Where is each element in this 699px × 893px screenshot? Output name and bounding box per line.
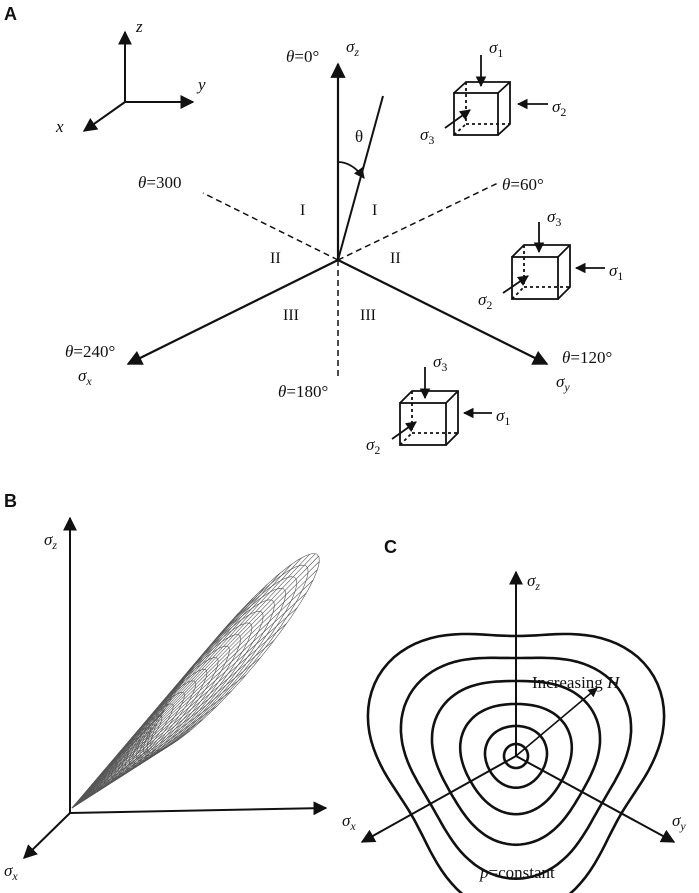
yield-contours bbox=[366, 632, 666, 893]
sigma-x-axis-label: σx bbox=[78, 366, 92, 388]
panel-c-sigma-y-label: σy bbox=[672, 811, 686, 833]
cone-generator bbox=[71, 572, 281, 809]
region-I-right: I bbox=[372, 202, 377, 219]
theta-240-label: θ=240° bbox=[65, 342, 115, 361]
sigma-z-axis-label: σz bbox=[346, 37, 359, 59]
panel-b-sigma-x-label: σx bbox=[4, 861, 18, 883]
yield-contour bbox=[399, 656, 633, 881]
cone-generator bbox=[71, 719, 204, 809]
panel-c-sigma-z-label: σz bbox=[527, 571, 540, 593]
region-II-left: II bbox=[270, 250, 281, 267]
increasing-h-arrow bbox=[515, 687, 598, 757]
region-III-left: III bbox=[283, 307, 299, 324]
cone-generator bbox=[71, 561, 320, 809]
cube-top-sigma1: σ1 bbox=[489, 38, 503, 60]
cone-generator bbox=[71, 557, 303, 809]
cone-ring bbox=[146, 564, 309, 754]
panel-label-b: B bbox=[4, 491, 17, 511]
panel-label-c: C bbox=[384, 537, 397, 557]
cone-generator bbox=[71, 749, 161, 809]
cone-ring bbox=[139, 587, 286, 759]
coordinate-triad bbox=[82, 30, 195, 132]
yield-contour bbox=[366, 632, 666, 893]
cone-generator bbox=[71, 657, 261, 809]
cone-generator bbox=[71, 555, 319, 809]
cube-top-sigma3: σ3 bbox=[420, 125, 434, 147]
theta-ray bbox=[337, 95, 384, 261]
theta-180-label: θ=180° bbox=[278, 382, 328, 401]
cone-generator bbox=[71, 553, 316, 809]
cube-bottom-sigma2: σ2 bbox=[366, 435, 380, 457]
cone-generator bbox=[71, 750, 155, 809]
cone-generator bbox=[71, 742, 151, 809]
theta-120-label: θ=120° bbox=[562, 348, 612, 367]
panel-b-sigma-z-label: σz bbox=[44, 530, 57, 552]
theta-300-label: θ=300 bbox=[138, 173, 181, 192]
cone-generator bbox=[71, 584, 268, 809]
theta-60-label: θ=60° bbox=[502, 175, 544, 194]
yield-surface-cone bbox=[71, 553, 320, 809]
region-II-right: II bbox=[390, 250, 401, 267]
cone-generator bbox=[71, 563, 293, 809]
cone-ring bbox=[136, 599, 275, 762]
region-III-right: III bbox=[360, 307, 376, 324]
theta-arc bbox=[337, 161, 365, 179]
stress-cube-bottom bbox=[391, 367, 492, 446]
cube-bottom-sigma3: σ3 bbox=[433, 352, 447, 374]
theta-symbol: θ bbox=[355, 127, 363, 146]
dashed-axes bbox=[202, 181, 501, 378]
panel-label-a: A bbox=[4, 4, 17, 24]
yield-contour bbox=[502, 742, 530, 770]
yield-contour bbox=[430, 679, 602, 847]
stress-cube-top bbox=[444, 55, 548, 136]
panel-c-sigma-x-label: σx bbox=[342, 811, 356, 833]
sigma-y-axis-label: σy bbox=[556, 372, 570, 394]
cube-right-sigma2: σ2 bbox=[478, 290, 492, 312]
stress-cube-right bbox=[502, 222, 605, 300]
triad-z-label: z bbox=[135, 17, 143, 36]
cone-generator bbox=[71, 553, 311, 809]
cone-generator bbox=[71, 623, 287, 809]
cube-right-sigma3: σ3 bbox=[547, 207, 561, 229]
cone-generator bbox=[71, 690, 232, 809]
cone-generator bbox=[71, 734, 153, 809]
cone-generator bbox=[71, 579, 314, 809]
yield-contour bbox=[458, 702, 574, 816]
triad-y-label: y bbox=[196, 75, 206, 94]
cube-right-sigma1: σ1 bbox=[609, 261, 623, 283]
cone-ring bbox=[150, 553, 320, 751]
cone-generator bbox=[71, 747, 152, 809]
cube-bottom-sigma1: σ1 bbox=[496, 406, 510, 428]
panel-b-axes bbox=[22, 516, 328, 859]
cone-ring bbox=[132, 611, 264, 764]
cone-generator bbox=[71, 569, 318, 809]
cube-top-sigma2: σ2 bbox=[552, 97, 566, 119]
theta-0-label: θ=0° bbox=[286, 47, 319, 66]
region-I-left: I bbox=[300, 202, 305, 219]
yield-contour bbox=[483, 724, 549, 789]
cone-generator bbox=[71, 607, 298, 809]
cone-ring bbox=[125, 634, 241, 770]
increasing-h-label: Increasing H bbox=[532, 673, 621, 692]
triad-x-label: x bbox=[55, 117, 64, 136]
cone-ring bbox=[143, 576, 298, 757]
deviatoric-axes bbox=[126, 62, 549, 365]
p-constant-label: p=constant bbox=[479, 863, 555, 882]
